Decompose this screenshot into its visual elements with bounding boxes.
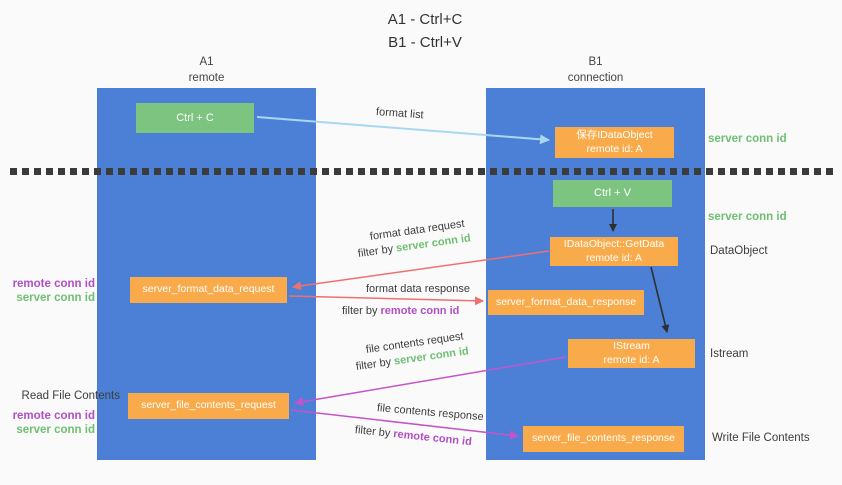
remote-conn-id-text: remote conn id [392, 428, 473, 449]
lane-a1-subtitle: remote [188, 71, 225, 84]
node-istream-line2: remote id: A [603, 353, 660, 366]
node-istream-line1: IStream [613, 339, 650, 352]
lane-header-b1: B1 connection [486, 55, 705, 86]
title-line-2: B1 - Ctrl+V [388, 33, 462, 51]
lane-b1-subtitle: connection [567, 71, 624, 84]
dataobject-label: DataObject [710, 245, 768, 257]
server-conn-id-label-mid: server conn id [708, 211, 787, 223]
filter-by-text: filter by [355, 355, 395, 373]
server-conn-id-label-file: server conn id [16, 424, 95, 436]
remote-conn-id-label-file: remote conn id [12, 410, 95, 422]
filter-by-text: filter by [357, 242, 397, 260]
title-line-1: A1 - Ctrl+C [387, 11, 463, 28]
filter-by-text: filter by [354, 424, 394, 440]
node-save-idataobject-line2: remote id: A [586, 142, 643, 155]
remote-conn-id-text: remote conn id [380, 305, 460, 317]
read-file-contents-label: Read File Contents [21, 390, 120, 402]
node-save-idataobject-line1: 保存IDataObject [576, 128, 653, 141]
filter-by-text: filter by [342, 305, 381, 317]
node-getdata-line2: remote id: A [585, 251, 643, 264]
node-server-file-contents-response-label: server_file_contents_response [531, 432, 675, 445]
node-save-idataobject: 保存IDataObject remote id: A [555, 127, 674, 158]
remote-conn-id-label-format: remote conn id [12, 278, 95, 290]
node-server-format-data-response-label: server_format_data_response [495, 295, 637, 308]
diagram-title: A1 - Ctrl+C B1 - Ctrl+V [300, 9, 550, 54]
lane-a1-name: A1 [199, 56, 214, 68]
server-conn-id-label-format: server conn id [16, 292, 95, 304]
format-data-response-arrow [288, 295, 484, 306]
file-contents-response-label: file contents response [376, 402, 485, 424]
node-ctrl-c: Ctrl + C [136, 103, 254, 133]
node-server-format-data-request: server_format_data_request [130, 277, 287, 303]
copy-paste-divider [10, 168, 834, 175]
lane-b1-name: B1 [588, 56, 603, 68]
write-file-contents-label: Write File Contents [712, 432, 810, 444]
node-getdata: IDataObject::GetData remote id: A [550, 237, 678, 266]
node-server-file-contents-response: server_file_contents_response [523, 426, 684, 452]
node-server-format-data-response: server_format_data_response [488, 290, 644, 315]
format-data-response-label: format data response [366, 283, 470, 295]
node-server-format-data-request-label: server_format_data_request [142, 283, 275, 296]
format-data-response-filter-label: filter by remote conn id [342, 305, 459, 317]
server-conn-id-label-top: server conn id [708, 133, 787, 145]
file-contents-response-filter-label: filter by remote conn id [354, 424, 472, 448]
node-server-file-contents-request-label: server_file_contents_request [141, 399, 276, 412]
node-server-file-contents-request: server_file_contents_request [128, 393, 289, 419]
node-ctrl-c-label: Ctrl + C [176, 111, 214, 124]
format-list-label: format list [375, 106, 424, 122]
lane-header-a1: A1 remote [97, 55, 316, 86]
istream-side-label: Istream [710, 348, 749, 360]
node-ctrl-v: Ctrl + V [553, 180, 672, 207]
node-istream: IStream remote id: A [568, 339, 695, 368]
node-ctrl-v-label: Ctrl + V [594, 187, 631, 200]
node-getdata-line1: IDataObject::GetData [563, 237, 665, 250]
